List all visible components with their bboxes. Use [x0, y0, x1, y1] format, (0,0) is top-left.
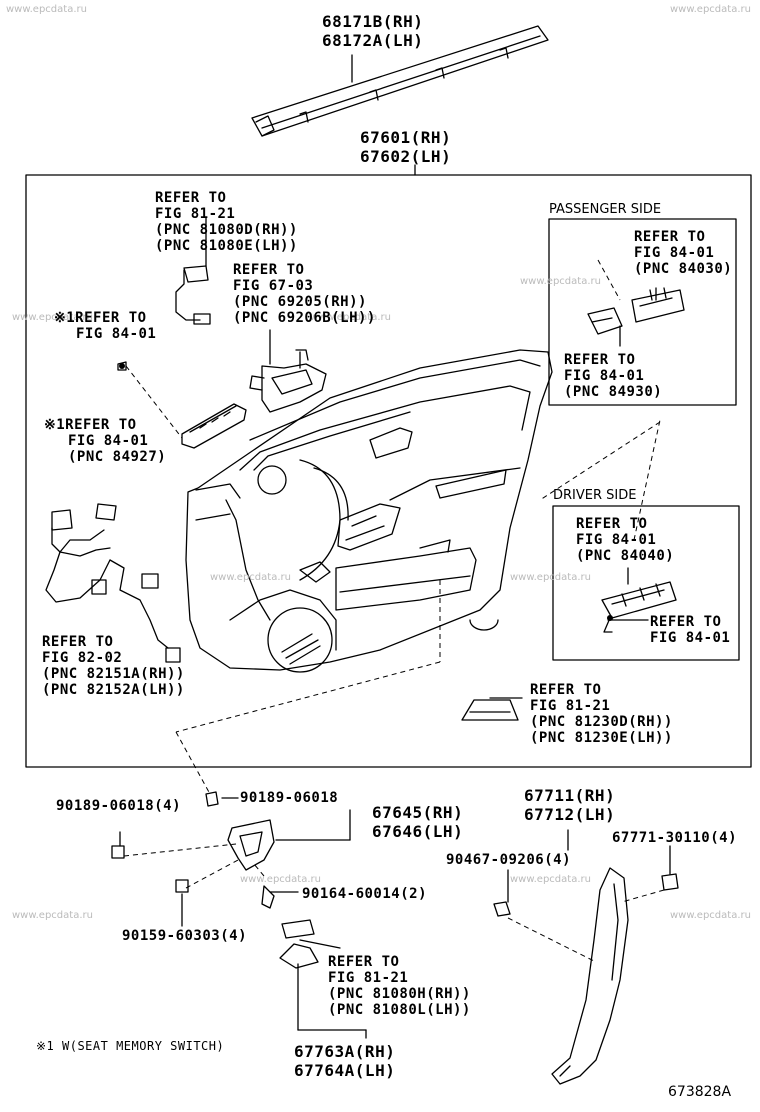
passenger-side-frame: [548, 218, 737, 406]
main-frame: [25, 174, 752, 768]
label-67771-30110: 67771-30110(4): [612, 830, 738, 846]
screw-c: [261, 885, 275, 909]
label-90467-09206: 90467-09206(4): [446, 852, 572, 868]
belt-moulding: [251, 25, 549, 137]
watermark: www.epcdata.ru: [240, 874, 321, 885]
clip-b: [493, 901, 511, 917]
label-67711: 67711(RH)67712(LH): [524, 786, 616, 824]
screw-a: [117, 361, 127, 371]
courtesy-lamp-harness: [175, 265, 211, 325]
watermark: www.epcdata.ru: [310, 312, 391, 323]
watermark: www.epcdata.ru: [12, 910, 93, 921]
label-67763: 67763A(RH)67764A(LH): [294, 1042, 396, 1080]
watermark: www.epcdata.ru: [670, 910, 751, 921]
label-belt-moulding: 68171B(RH)68172A(LH): [322, 12, 424, 50]
screw-b: [175, 879, 189, 893]
speaker-harness: [45, 503, 181, 663]
watermark: www.epcdata.ru: [210, 572, 291, 583]
label-67645: 67645(RH)67646(LH): [372, 803, 464, 841]
driver-side-header: DRIVER SIDE: [553, 488, 637, 503]
footnote: ※1 W(SEAT MEMORY SWITCH): [36, 1039, 225, 1053]
inside-handle: [249, 349, 327, 413]
courtesy-lamp: [461, 699, 519, 721]
watermark: www.epcdata.ru: [510, 572, 591, 583]
door-trim-panel: [185, 349, 553, 673]
label-90164-60014: 90164-60014(2): [302, 886, 428, 902]
figure-code: 673828A: [668, 1084, 732, 1100]
clip-a: [111, 845, 125, 859]
door-lock-switch-base: [279, 919, 319, 969]
watermark: www.epcdata.ru: [510, 874, 591, 885]
label-door-trim-board: 67601(RH)67602(LH): [360, 128, 452, 166]
screw-head-d: [607, 615, 613, 621]
screw-head-a: [119, 363, 125, 369]
label-90189-06018-left: 90189-06018(4): [56, 798, 182, 814]
watermark: www.epcdata.ru: [6, 4, 87, 15]
watermark: www.epcdata.ru: [670, 4, 751, 15]
armrest-trim-strip: [551, 867, 629, 1085]
driver-side-frame: [552, 505, 740, 661]
watermark: www.epcdata.ru: [12, 312, 93, 323]
watermark: www.epcdata.ru: [520, 276, 601, 287]
label-90189-06018-right: 90189-06018: [240, 790, 339, 806]
passenger-power-window-switch: [587, 287, 685, 335]
clip-c: [661, 873, 679, 891]
seat-memory-switch: [181, 403, 247, 449]
label-90159-60303: 90159-60303(4): [122, 928, 248, 944]
passenger-side-header: PASSENGER SIDE: [549, 202, 662, 217]
driver-power-window-switch: [601, 581, 677, 633]
armrest-bracket: [205, 791, 275, 871]
